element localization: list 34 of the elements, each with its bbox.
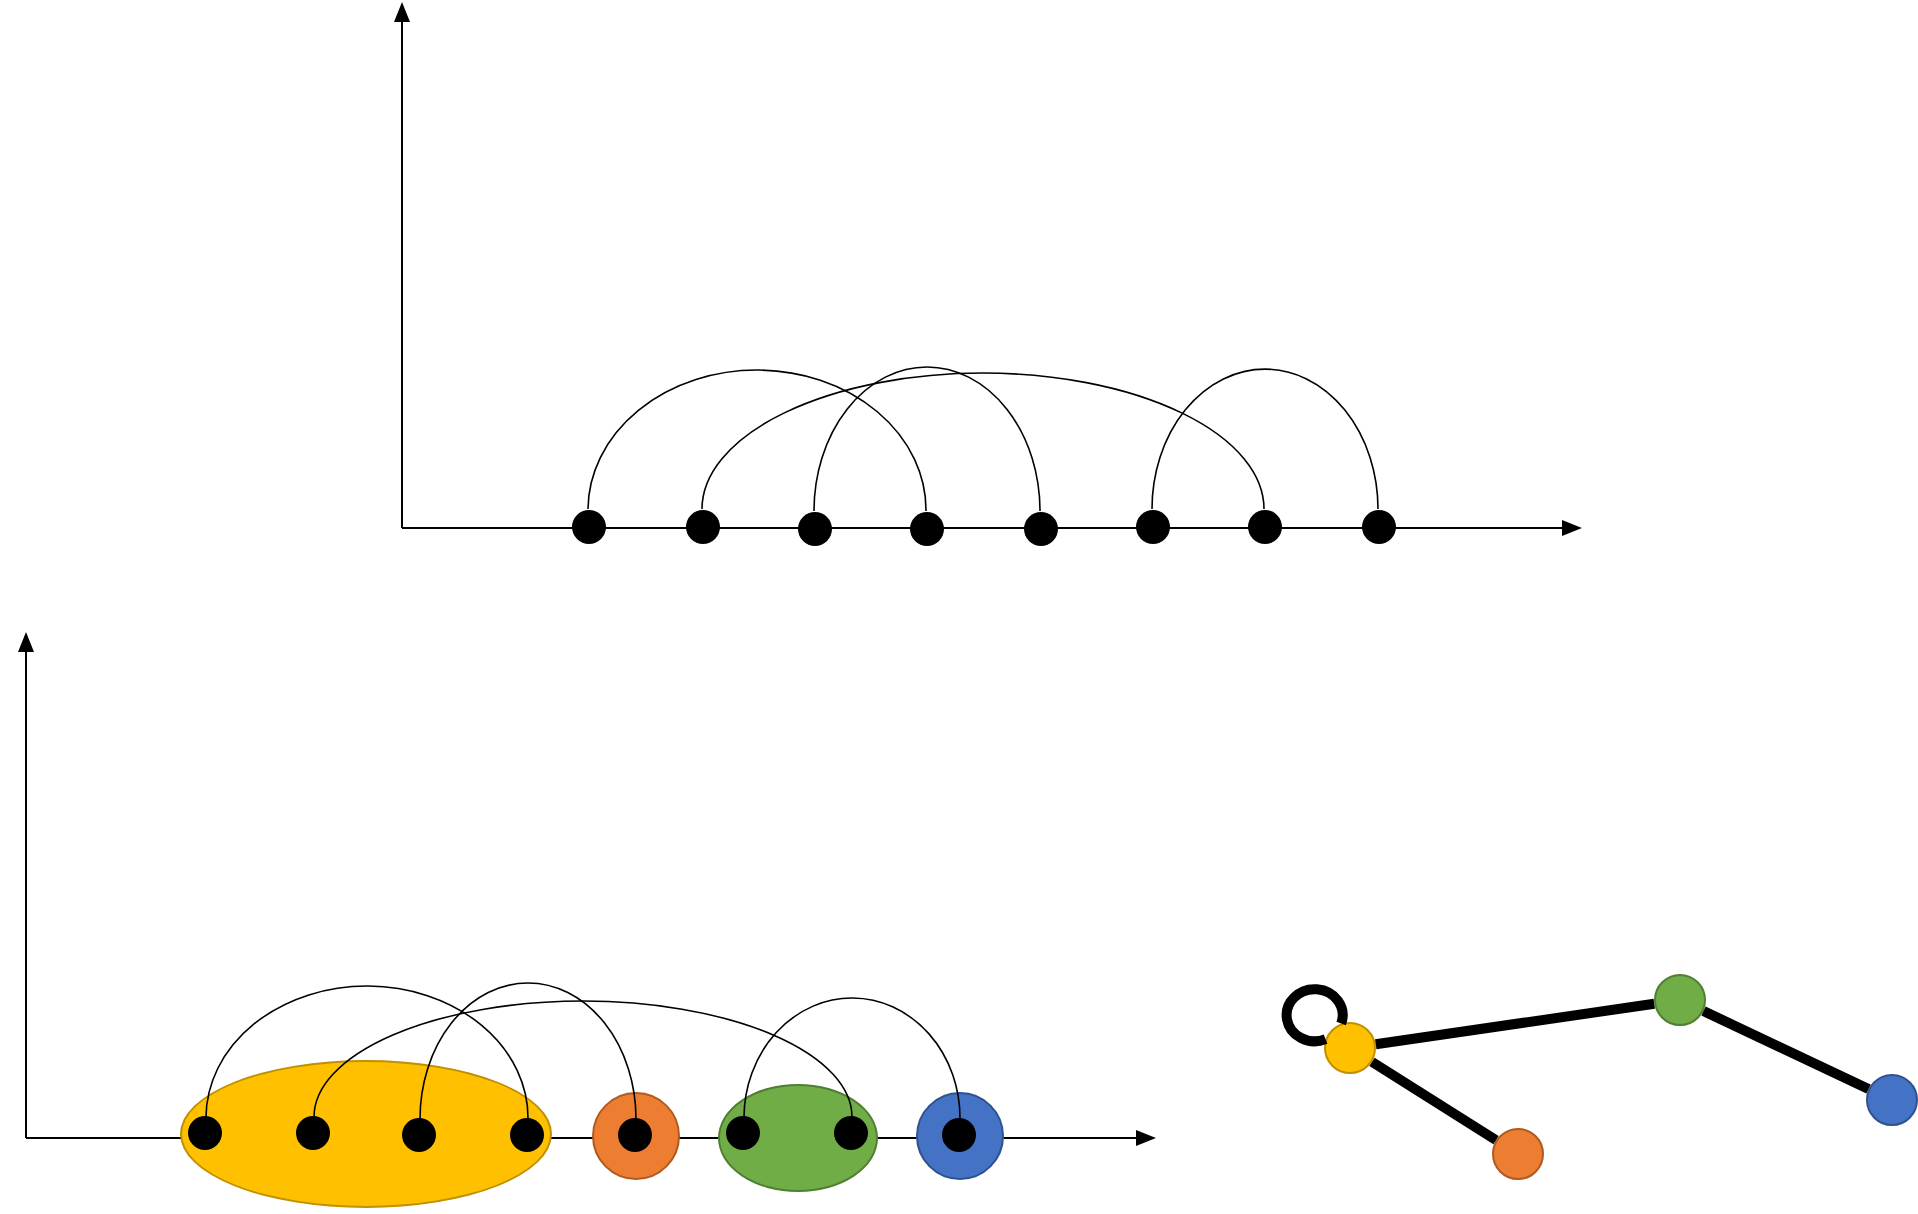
self-loop: [1281, 984, 1348, 1047]
node-dot: [510, 1118, 544, 1152]
node-dot: [571, 509, 605, 543]
connector: [587, 369, 927, 512]
node-dot: [1023, 511, 1057, 545]
node-dot: [1135, 509, 1169, 543]
connector: [1375, 998, 1655, 1050]
connector: [419, 982, 637, 1120]
connector: [813, 366, 1041, 512]
node-dot: [942, 1118, 976, 1152]
node-dot: [726, 1116, 760, 1150]
connector: [1151, 368, 1379, 510]
connector: [1369, 1057, 1499, 1145]
group-circle: [916, 1092, 1004, 1180]
node-dot: [188, 1116, 222, 1150]
connector: [743, 997, 961, 1120]
node-dot: [1324, 1022, 1376, 1074]
node-dot: [402, 1118, 436, 1152]
node-dot: [1654, 974, 1706, 1026]
connector: [701, 372, 1265, 510]
node-dot: [909, 511, 943, 545]
node-dot: [1492, 1128, 1544, 1180]
node-dot: [1361, 509, 1395, 543]
group-circle: [592, 1092, 680, 1180]
connector: [313, 1000, 853, 1118]
node-dot: [797, 511, 831, 545]
node-dot: [1247, 509, 1281, 543]
node-dot: [618, 1118, 652, 1152]
node-dot: [685, 509, 719, 543]
node-dot: [1866, 1074, 1918, 1126]
node-dot: [834, 1116, 868, 1150]
connector: [1701, 1006, 1871, 1094]
connector: [205, 985, 529, 1120]
node-dot: [296, 1116, 330, 1150]
